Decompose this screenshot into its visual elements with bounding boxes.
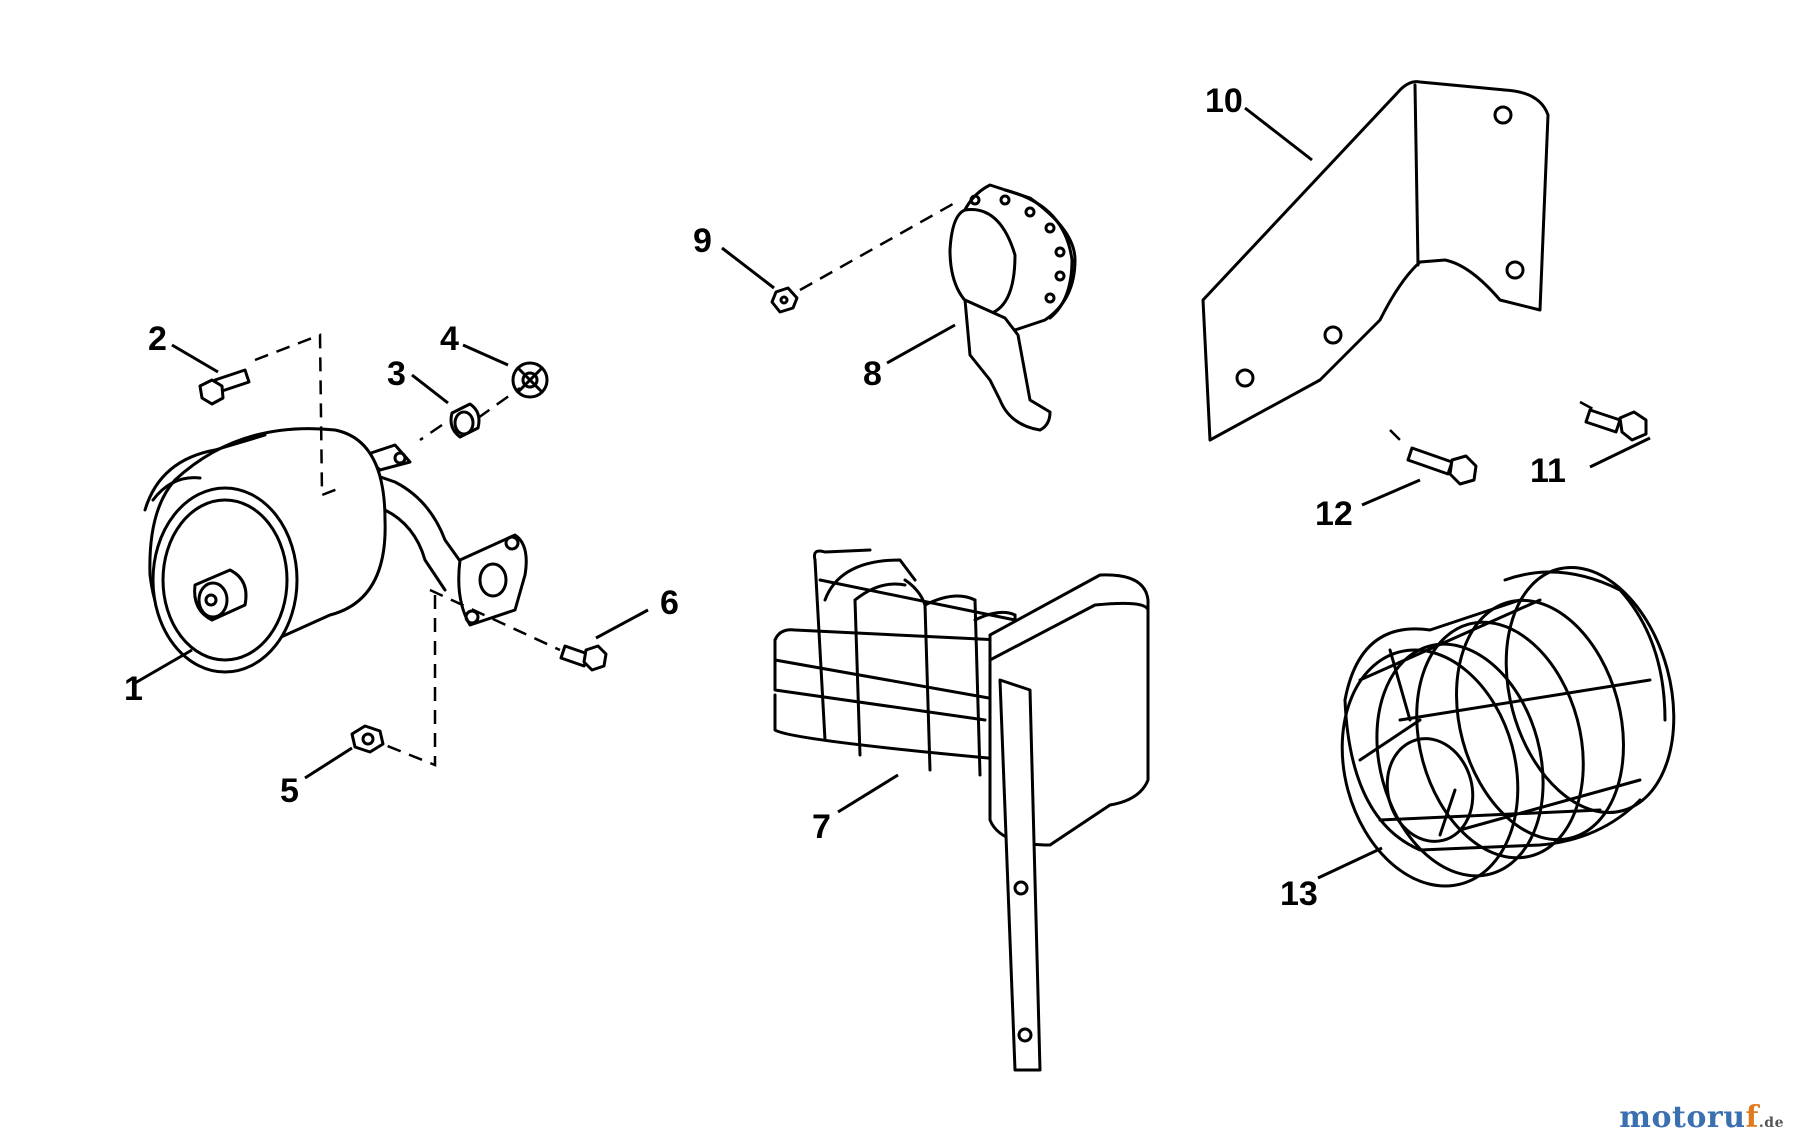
callout-10: 10 (1205, 82, 1243, 120)
muffler-part (143, 427, 528, 674)
nut-part (350, 724, 385, 754)
site-watermark: motoruf.de (1619, 1100, 1784, 1135)
callout-5: 5 (280, 772, 299, 810)
callout-12: 12 (1315, 495, 1353, 533)
watermark-main: motoru (1619, 1100, 1746, 1135)
callout-11: 11 (1530, 452, 1566, 490)
spark-arrester-part (948, 183, 1077, 432)
callout-4: 4 (440, 320, 459, 358)
bolt-part-11 (1584, 408, 1648, 442)
callout-7: 7 (812, 808, 831, 846)
callout-1: 1 (124, 670, 143, 708)
spacer-part (449, 402, 481, 439)
callout-9: 9 (693, 222, 712, 260)
callout-2: 2 (148, 320, 167, 358)
callout-6: 6 (660, 584, 679, 622)
mounting-bracket-part (1201, 80, 1550, 442)
callout-8: 8 (863, 355, 882, 393)
callout-3: 3 (387, 355, 406, 393)
callout-labels: 1 2 3 4 5 6 7 8 9 10 11 12 13 (124, 82, 1566, 913)
bolt-part-6 (559, 644, 608, 672)
callout-13: 13 (1280, 875, 1318, 913)
spark-guard-screen-part (1340, 565, 1676, 888)
callout-leaders (134, 106, 1651, 880)
bolt-part-2 (198, 368, 251, 406)
assembly-lines (254, 198, 1596, 767)
bolt-part-12 (1406, 446, 1478, 486)
heat-shield-part (773, 548, 1150, 1072)
watermark-accent: f (1745, 1100, 1759, 1135)
screw-part (770, 286, 799, 314)
watermark-tld: .de (1758, 1115, 1784, 1131)
lock-nut-part (511, 361, 549, 399)
